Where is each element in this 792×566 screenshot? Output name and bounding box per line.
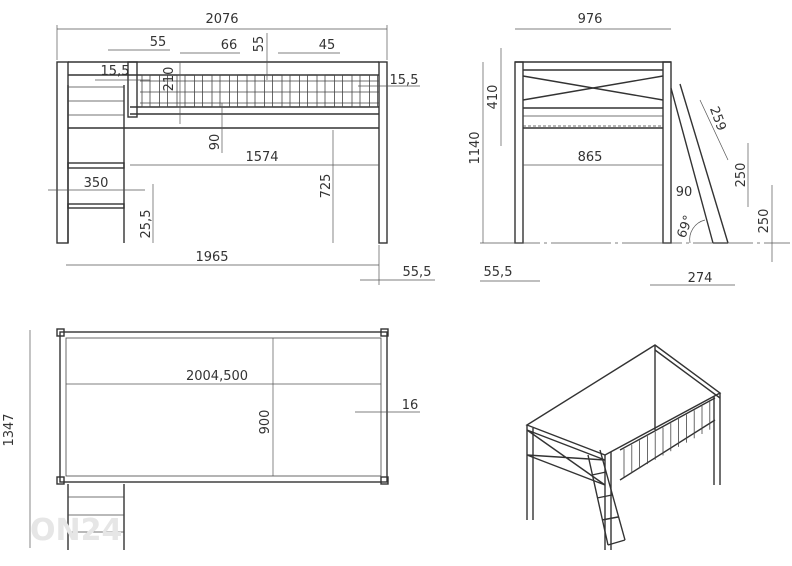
- dim-1574: 1574: [245, 150, 278, 165]
- rail-slat: [229, 74, 238, 108]
- dim-259: 259: [706, 105, 729, 133]
- dim-angle-69: 69°: [675, 213, 697, 240]
- dim-55: 55: [150, 35, 167, 50]
- dim-2004-500: 2004,500: [186, 369, 248, 384]
- rail-slat: [176, 74, 186, 108]
- dim-976: 976: [578, 12, 603, 27]
- rail-slats: [141, 74, 378, 108]
- rail-slat: [246, 74, 256, 108]
- dim-2076: 2076: [205, 12, 238, 27]
- rail-slat: [351, 74, 361, 108]
- top-view: 2004,500 900 16 1347 ON24: [2, 328, 420, 550]
- front-view: 2076 55 66 55 45 15,5 210 15,5 90 1574 3…: [48, 12, 435, 285]
- dim-900: 900: [258, 410, 273, 435]
- dim-250-lower: 250: [757, 209, 772, 234]
- dim-55-5-side: 55,5: [484, 265, 513, 280]
- isometric-view: [525, 344, 722, 550]
- rail-slat: [141, 74, 151, 108]
- rail-slat: [316, 74, 326, 108]
- rail-slat: [299, 74, 308, 108]
- dim-15-5-left: 15,5: [101, 64, 130, 79]
- rail-slat: [369, 74, 378, 108]
- rail-slat: [334, 74, 343, 108]
- dim-25-5: 25,5: [139, 210, 154, 239]
- dim-210: 210: [162, 67, 177, 92]
- dim-1347: 1347: [2, 413, 17, 446]
- dim-1965: 1965: [195, 250, 228, 265]
- rail-slat: [194, 74, 203, 108]
- right-post: [378, 61, 388, 244]
- dim-250-upper: 250: [734, 163, 749, 188]
- dim-725: 725: [319, 174, 334, 199]
- dim-55-5: 55,5: [403, 265, 432, 280]
- side-view: 976 410 1140 865 259 90 250 250 69° 55,5…: [468, 12, 790, 286]
- dim-15-5-right: 15,5: [390, 73, 419, 88]
- watermark-logo: ON24: [30, 513, 122, 548]
- left-post: [56, 61, 69, 244]
- rail-slat: [264, 74, 273, 108]
- dim-16: 16: [402, 398, 419, 413]
- dim-410: 410: [486, 85, 501, 110]
- rail-slat: [211, 74, 221, 108]
- dim-45: 45: [319, 38, 336, 53]
- dim-865: 865: [578, 150, 603, 165]
- dim-66: 66: [221, 38, 238, 53]
- rail-slat: [281, 74, 291, 108]
- dim-274: 274: [688, 271, 713, 286]
- dim-90-ladder: 90: [676, 185, 693, 200]
- dim-55-vertical: 55: [252, 36, 267, 53]
- dim-350: 350: [84, 176, 109, 191]
- rail-slat: [159, 74, 168, 108]
- dim-90: 90: [208, 134, 223, 151]
- dim-1140: 1140: [468, 131, 483, 164]
- rail-end-post: [127, 61, 138, 118]
